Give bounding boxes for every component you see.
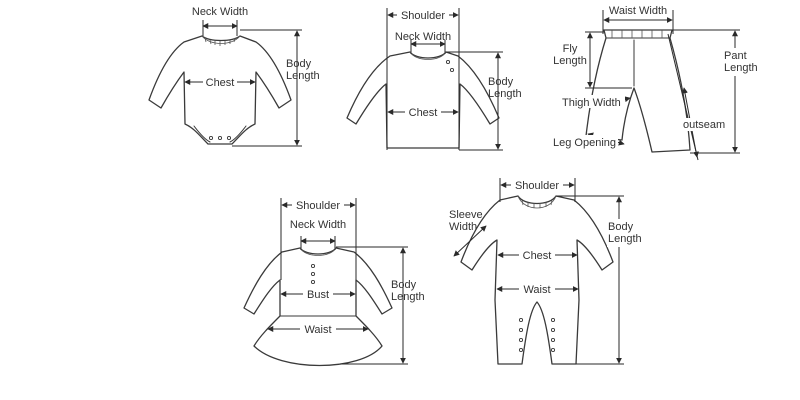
body-length-label-1: Body	[608, 221, 634, 233]
pants-outline	[585, 29, 691, 153]
chest-label: Chest	[206, 77, 235, 89]
body-length-label-2: Length	[608, 233, 642, 245]
sleeve-width-label-1: Sleeve	[449, 209, 483, 221]
fly-length-label-2: Length	[553, 55, 587, 67]
sleeve-width-label-2: Width	[449, 221, 477, 233]
dress-outline	[243, 247, 393, 367]
snap	[217, 135, 223, 141]
long-sleeve-top-figure: Shoulder Neck Width Chest Body Length	[346, 8, 522, 151]
body-length-label-1: Body	[286, 58, 312, 70]
dress-figure: Shoulder Neck Width Bust Waist Body Leng…	[243, 198, 425, 367]
bodysuit-outline	[148, 35, 292, 145]
bust-label: Bust	[307, 289, 329, 301]
pant-length-label-2: Length	[724, 62, 758, 74]
top-outline	[346, 51, 500, 149]
body-length-label-1: Body	[391, 279, 417, 291]
snap	[518, 347, 524, 353]
thigh-width-label: Thigh Width	[562, 97, 621, 109]
shoulder-label: Shoulder	[515, 180, 559, 192]
chest-label: Chest	[523, 250, 552, 262]
pants-figure: Waist Width Fly Length Thigh Width Leg O…	[552, 5, 760, 161]
snap	[550, 347, 556, 353]
shoulder-label: Shoulder	[401, 10, 445, 22]
snap	[550, 337, 556, 343]
snap	[518, 317, 524, 323]
romper-figure: Shoulder Sleeve Width Chest Waist Body L…	[449, 178, 645, 365]
leg-opening-label: Leg Opening	[553, 137, 616, 149]
romper-outline	[460, 195, 614, 365]
shoulder-button	[445, 59, 451, 65]
snap	[226, 135, 232, 141]
dress-button	[310, 279, 316, 285]
neck-width-label: Neck Width	[395, 31, 451, 43]
body-length-label-2: Length	[286, 70, 320, 82]
pant-length-label-1: Pant	[724, 50, 747, 62]
body-length-label-2: Length	[488, 88, 522, 100]
neck-width-label: Neck Width	[290, 219, 346, 231]
bodysuit-figure: Neck Width Chest Body Length	[148, 6, 320, 147]
shoulder-label: Shoulder	[296, 200, 340, 212]
shoulder-button	[449, 67, 455, 73]
snap	[208, 135, 214, 141]
body-length-label-2: Length	[391, 291, 425, 303]
fly-length-label-1: Fly	[563, 43, 578, 55]
waist-label: Waist	[304, 324, 331, 336]
snap	[550, 327, 556, 333]
bodysuit-collar	[201, 35, 241, 44]
snap	[518, 337, 524, 343]
sleeve-width-arrow	[453, 225, 487, 257]
dress-button	[310, 263, 316, 269]
dress-collar	[299, 247, 337, 256]
snap	[518, 327, 524, 333]
snap	[550, 317, 556, 323]
top-collar	[409, 51, 447, 60]
dress-button	[310, 271, 316, 277]
waist-label: Waist	[523, 284, 550, 296]
romper-collar	[517, 195, 557, 209]
chest-label: Chest	[409, 107, 438, 119]
waist-width-label: Waist Width	[609, 5, 667, 17]
outseam-label: outseam	[683, 119, 725, 131]
body-length-label-1: Body	[488, 76, 514, 88]
neck-width-label: Neck Width	[192, 6, 248, 18]
